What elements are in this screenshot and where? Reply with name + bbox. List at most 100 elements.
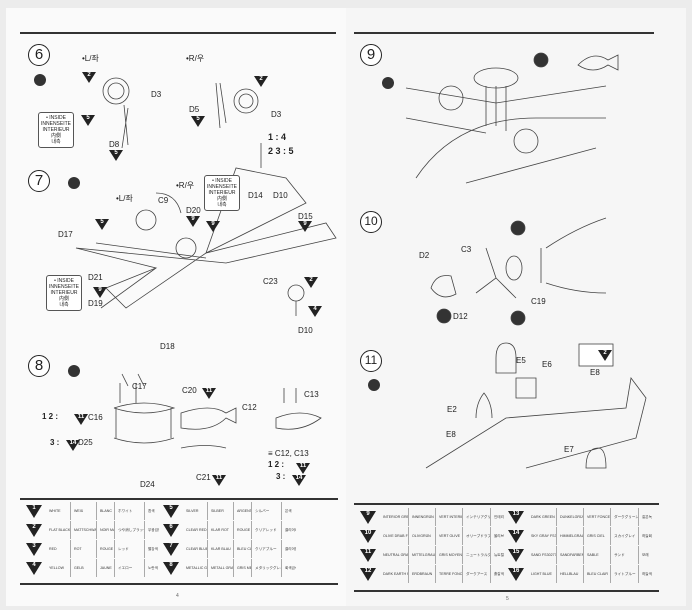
color-name-jp: ホワイト [114, 502, 144, 520]
color-name-fr: NOIR MAT [96, 521, 114, 539]
part-label: C13 [304, 390, 319, 399]
paint-code-icon: 5 [109, 150, 123, 161]
part-label: D24 [140, 480, 155, 489]
color-name-jp: スカイグレイ [610, 527, 638, 545]
color-name-kr: 모래 [638, 546, 652, 564]
divider [20, 498, 338, 500]
color-name-en: RED [49, 547, 57, 551]
left-label: •L/좌 [82, 54, 99, 63]
part-label: D10 [298, 326, 313, 335]
color-name-en: INTERIOR GREEN FS34151 [383, 515, 408, 519]
paint-number-icon: 10 [360, 529, 376, 543]
color-name-kr: 노란색 [144, 559, 159, 577]
step-7-number: 7 [28, 170, 50, 192]
color-name-en: YELLOW [49, 566, 64, 570]
color-name-de: ROT [70, 540, 96, 558]
paint-number-icon: 15 [508, 548, 524, 562]
color-name-fr: TERRE FONCEE [435, 565, 462, 583]
color-name-en: FLAT BLACK [49, 528, 70, 532]
color-name-jp: つや消しブラック [114, 521, 144, 539]
color-legend: 3 : [276, 472, 286, 481]
color-name-de: DUNKELGRÜN [556, 508, 583, 526]
color-name-de: OLIVGRÜN [408, 527, 435, 545]
cement-icon [368, 379, 380, 391]
paint-code-icon: 11 [202, 388, 216, 399]
step-9-number: 9 [360, 44, 382, 66]
color-name-jp: ダークアース [462, 565, 490, 583]
color-legend: 1 : 4 [268, 132, 287, 142]
color-name-fr: VERT FONCE [583, 508, 610, 526]
color-name-de: MATTSCHWARZ [70, 521, 96, 539]
paint-code-icon: 11 [74, 414, 88, 425]
color-name-en: DARK EARTH FS30118 [383, 572, 408, 576]
part-label: D3 [151, 90, 162, 99]
color-name-kr: 무광검정 [144, 521, 159, 539]
divider [354, 32, 654, 34]
color-name-en: METALLIC GRAY [186, 566, 207, 570]
step-10-number: 10 [360, 211, 382, 233]
step-8-number: 8 [28, 355, 50, 377]
color-name-jp: シルバー [251, 502, 281, 520]
paint-number-icon: 8 [163, 561, 179, 575]
part-label: D3 [271, 110, 282, 119]
color-name-fr: BLANC [96, 502, 114, 520]
color-name-de: SILBER [207, 502, 233, 520]
color-name-en: LIGHT BLUE [531, 572, 552, 576]
step-11-number: 11 [360, 350, 382, 372]
part-label: D18 [160, 342, 175, 351]
paint-code-icon: 9 [298, 221, 312, 232]
paint-number-icon: 7 [163, 542, 179, 556]
assembly-drawings-left [75, 77, 337, 449]
color-legend: 1 2 : [268, 460, 285, 469]
cement-icon [68, 177, 80, 189]
part-label: D2 [419, 251, 430, 260]
color-name-en: NEUTRAL GRAY FS36270 [383, 553, 408, 557]
color-name-en: SILVER [186, 509, 199, 513]
color-name-kr: 하늘색 [638, 565, 652, 583]
divider [20, 583, 338, 585]
paint-code-icon: 9 [186, 216, 200, 227]
color-name-fr: ROUGE CLAIR [233, 521, 251, 539]
color-name-jp: レッド [114, 540, 144, 558]
color-name-jp: ダークグリーン [610, 508, 638, 526]
color-name-de: HIMMELGRAU [556, 527, 583, 545]
paint-code-icon: 5 [191, 116, 205, 127]
cement-icon [68, 365, 80, 377]
color-name-jp: ニュートラルグレイ [462, 546, 490, 564]
part-label: D19 [88, 299, 103, 308]
color-name-de: INNENGRÜN [408, 508, 435, 526]
color-name-de: KLAR ROT [207, 521, 233, 539]
color-name-jp: インテリアグリーン [462, 508, 490, 526]
part-label: D20 [186, 206, 201, 215]
part-label: C17 [132, 382, 147, 391]
part-label: D21 [88, 273, 103, 282]
part-label: C21 [196, 473, 211, 482]
paint-code-icon: 5 [95, 219, 109, 230]
color-name-de: GELB [70, 559, 96, 577]
paint-number-icon: 11 [360, 548, 376, 562]
color-name-jp: ライトブルー [610, 565, 638, 583]
color-name-fr: GRIS MOYEN [435, 546, 462, 564]
paint-number-icon: 6 [163, 523, 179, 537]
part-label: C20 [182, 386, 197, 395]
left-label: •L/좌 [116, 194, 133, 203]
paint-number-icon: 9 [360, 510, 376, 524]
color-name-kr: 올리브 [490, 527, 504, 545]
paint-code-icon: 2 [598, 350, 612, 361]
color-name-de: MITTELGRAU [408, 546, 435, 564]
color-name-de: HELLBLAU [556, 565, 583, 583]
paint-number-icon: 16 [508, 567, 524, 581]
paint-code-icon: 9 [206, 221, 220, 232]
cement-icon [34, 74, 46, 86]
paint-number-icon: 13 [508, 510, 524, 524]
divider [20, 32, 336, 34]
part-label: D10 [273, 191, 288, 200]
cement-icon [382, 77, 394, 89]
color-name-kr: 빨강색 [144, 540, 159, 558]
color-name-fr: ARGENT [233, 502, 251, 520]
color-name-jp: イエロー [114, 559, 144, 577]
